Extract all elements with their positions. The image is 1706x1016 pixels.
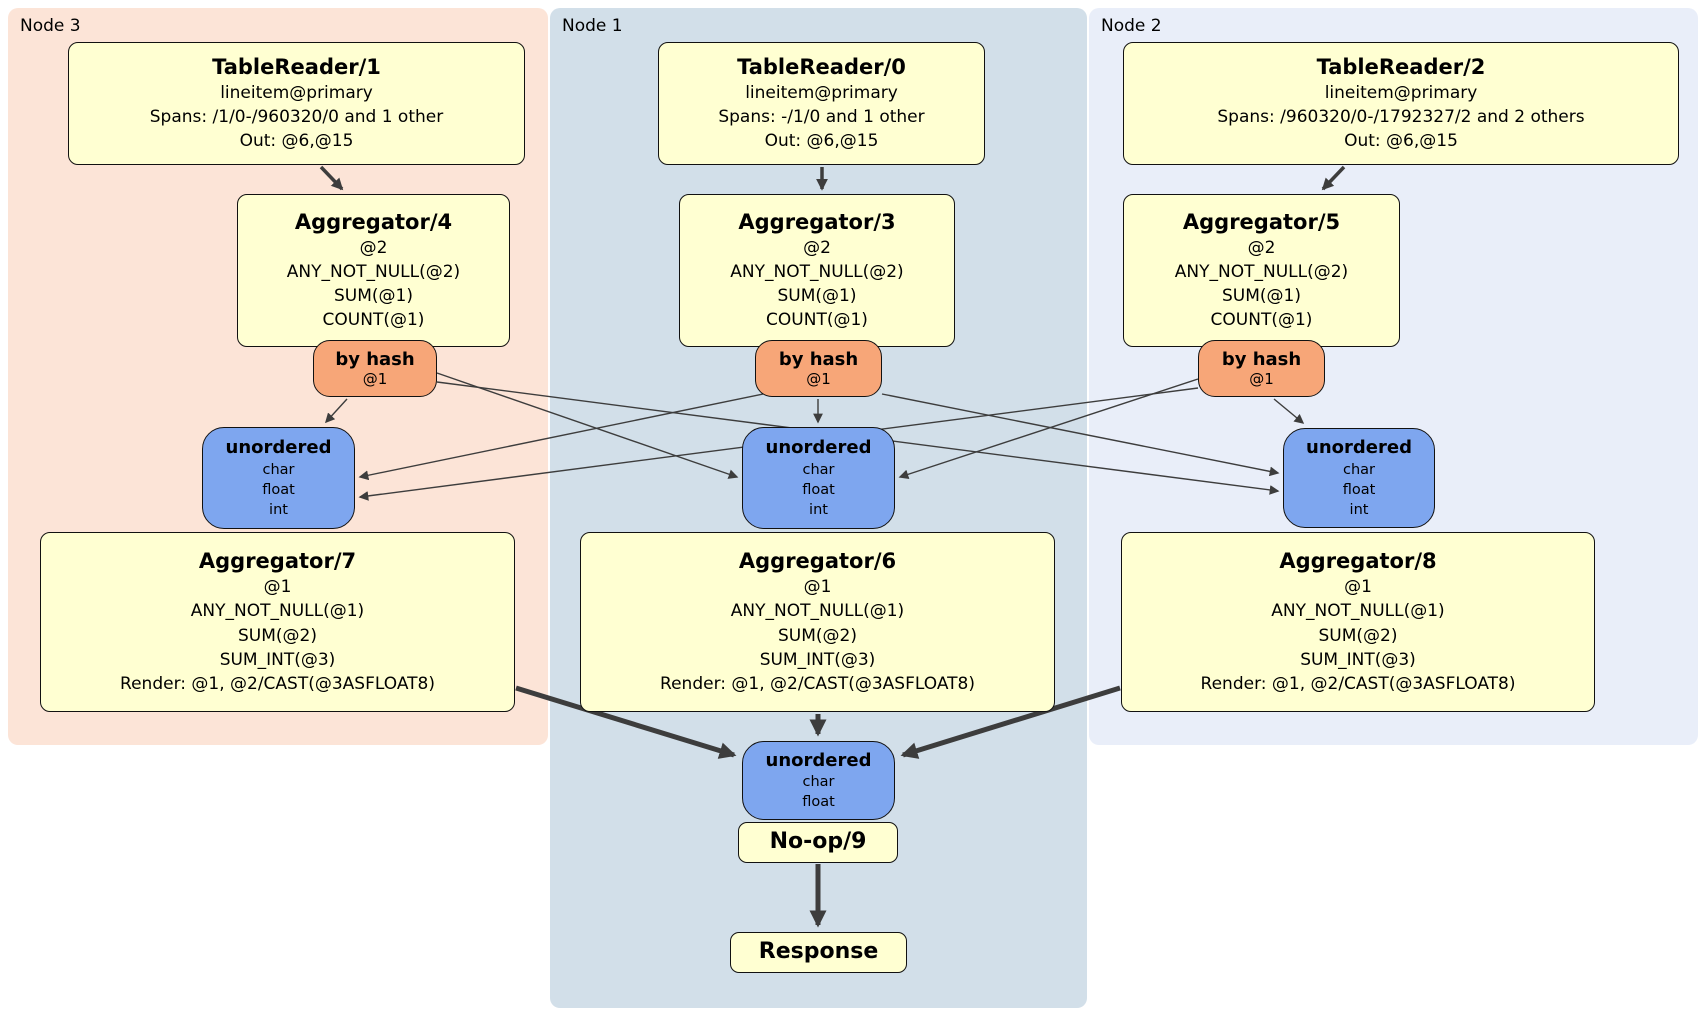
aggregator-5-node: Aggregator/5 @2 ANY_NOT_NULL(@2) SUM(@1)… xyxy=(1123,194,1400,347)
operator-spans: Spans: /960320/0-/1792327/2 and 2 others xyxy=(1217,107,1585,128)
operator-out: Out: @6,@15 xyxy=(764,131,879,152)
operator-title: Aggregator/5 xyxy=(1182,209,1341,234)
sync-label: unordered xyxy=(1306,437,1412,459)
aggregator-6-node: Aggregator/6 @1 ANY_NOT_NULL(@1) SUM(@2)… xyxy=(580,532,1055,712)
sync-col-type: char xyxy=(802,461,835,478)
operator-index: lineitem@primary xyxy=(220,82,373,103)
render-expr: Render: @1, @2/CAST(@3ASFLOAT8) xyxy=(660,673,975,694)
aggregator-8-node: Aggregator/8 @1 ANY_NOT_NULL(@1) SUM(@2)… xyxy=(1121,532,1595,712)
operator-title: TableReader/2 xyxy=(1316,54,1486,79)
hash-router-right: by hash @1 xyxy=(1198,340,1325,397)
agg-func: ANY_NOT_NULL(@2) xyxy=(730,262,904,283)
sync-col-type: float xyxy=(1342,481,1376,498)
sync-col-type: char xyxy=(1342,461,1375,478)
noop-9-node: No-op/9 xyxy=(738,822,898,863)
operator-title: Aggregator/8 xyxy=(1279,549,1437,574)
sync-col-type: char xyxy=(802,774,835,791)
router-columns: @1 xyxy=(362,370,388,389)
agg-func: SUM(@2) xyxy=(778,625,857,646)
agg-func: SUM_INT(@3) xyxy=(219,649,336,670)
unordered-sync-center: unordered char float int xyxy=(742,427,895,529)
agg-func: ANY_NOT_NULL(@1) xyxy=(1271,601,1445,622)
group-cols: @1 xyxy=(263,577,292,598)
sync-col-type: float xyxy=(802,794,835,811)
agg-func: SUM(@2) xyxy=(1318,625,1398,646)
node3-label: Node 3 xyxy=(20,16,81,36)
hash-router-left: by hash @1 xyxy=(313,340,437,397)
agg-func: SUM(@1) xyxy=(777,286,857,307)
operator-title: Aggregator/6 xyxy=(738,549,897,574)
sync-col-type: float xyxy=(802,481,835,498)
router-columns: @1 xyxy=(806,370,831,389)
agg-func: ANY_NOT_NULL(@2) xyxy=(1174,262,1349,283)
node2-label: Node 2 xyxy=(1101,16,1162,36)
hash-router-center: by hash @1 xyxy=(755,340,882,397)
group-cols: @1 xyxy=(1344,577,1372,598)
operator-index: lineitem@primary xyxy=(745,82,898,103)
operator-title: Aggregator/4 xyxy=(294,209,453,234)
response-node: Response xyxy=(730,932,907,973)
group-cols: @2 xyxy=(803,237,831,258)
sync-col-type: int xyxy=(809,501,828,518)
sync-label: unordered xyxy=(225,437,332,459)
agg-func: ANY_NOT_NULL(@2) xyxy=(286,262,461,283)
router-label: by hash xyxy=(1221,348,1302,370)
agg-func: SUM(@1) xyxy=(1222,286,1301,307)
agg-func: ANY_NOT_NULL(@1) xyxy=(190,601,365,622)
agg-func: SUM_INT(@3) xyxy=(1300,649,1416,670)
agg-func: COUNT(@1) xyxy=(1210,310,1313,331)
agg-func: SUM_INT(@3) xyxy=(759,649,876,670)
aggregator-3-node: Aggregator/3 @2 ANY_NOT_NULL(@2) SUM(@1)… xyxy=(679,194,955,347)
router-label: by hash xyxy=(335,348,415,370)
unordered-sync-left: unordered char float int xyxy=(202,427,355,529)
sync-col-type: float xyxy=(262,481,295,498)
operator-title: TableReader/1 xyxy=(212,54,381,79)
aggregator-4-node: Aggregator/4 @2 ANY_NOT_NULL(@2) SUM(@1)… xyxy=(237,194,510,347)
sync-label: unordered xyxy=(765,749,872,771)
sync-col-type: int xyxy=(269,501,288,518)
operator-spans: Spans: /1/0-/960320/0 and 1 other xyxy=(149,107,444,128)
agg-func: COUNT(@1) xyxy=(766,310,868,331)
group-cols: @2 xyxy=(1247,237,1276,258)
sync-col-type: int xyxy=(1349,501,1369,518)
agg-func: SUM(@2) xyxy=(238,625,317,646)
operator-out: Out: @6,@15 xyxy=(1344,131,1458,152)
node1-label: Node 1 xyxy=(562,16,623,36)
render-expr: Render: @1, @2/CAST(@3ASFLOAT8) xyxy=(120,673,435,694)
operator-title: Aggregator/7 xyxy=(198,549,357,574)
table-reader-2-node: TableReader/2 lineitem@primary Spans: /9… xyxy=(1123,42,1679,165)
agg-func: SUM(@1) xyxy=(334,286,413,307)
unordered-sync-right: unordered char float int xyxy=(1283,428,1435,528)
router-columns: @1 xyxy=(1249,370,1274,389)
group-cols: @2 xyxy=(359,237,388,258)
operator-title: Response xyxy=(758,939,879,965)
table-reader-0-node: TableReader/0 lineitem@primary Spans: -/… xyxy=(658,42,985,165)
router-label: by hash xyxy=(778,348,859,370)
operator-title: TableReader/0 xyxy=(737,54,906,79)
operator-spans: Spans: -/1/0 and 1 other xyxy=(718,107,925,128)
operator-out: Out: @6,@15 xyxy=(239,131,354,152)
sync-col-type: char xyxy=(262,461,295,478)
unordered-sync-final: unordered char float xyxy=(742,741,895,820)
agg-func: ANY_NOT_NULL(@1) xyxy=(730,601,905,622)
aggregator-7-node: Aggregator/7 @1 ANY_NOT_NULL(@1) SUM(@2)… xyxy=(40,532,515,712)
table-reader-1-node: TableReader/1 lineitem@primary Spans: /1… xyxy=(68,42,525,165)
operator-index: lineitem@primary xyxy=(1324,82,1478,103)
render-expr: Render: @1, @2/CAST(@3ASFLOAT8) xyxy=(1200,673,1516,694)
operator-title: Aggregator/3 xyxy=(738,209,896,234)
operator-title: No-op/9 xyxy=(769,829,867,855)
agg-func: COUNT(@1) xyxy=(322,310,425,331)
group-cols: @1 xyxy=(803,577,832,598)
sync-label: unordered xyxy=(765,437,872,459)
